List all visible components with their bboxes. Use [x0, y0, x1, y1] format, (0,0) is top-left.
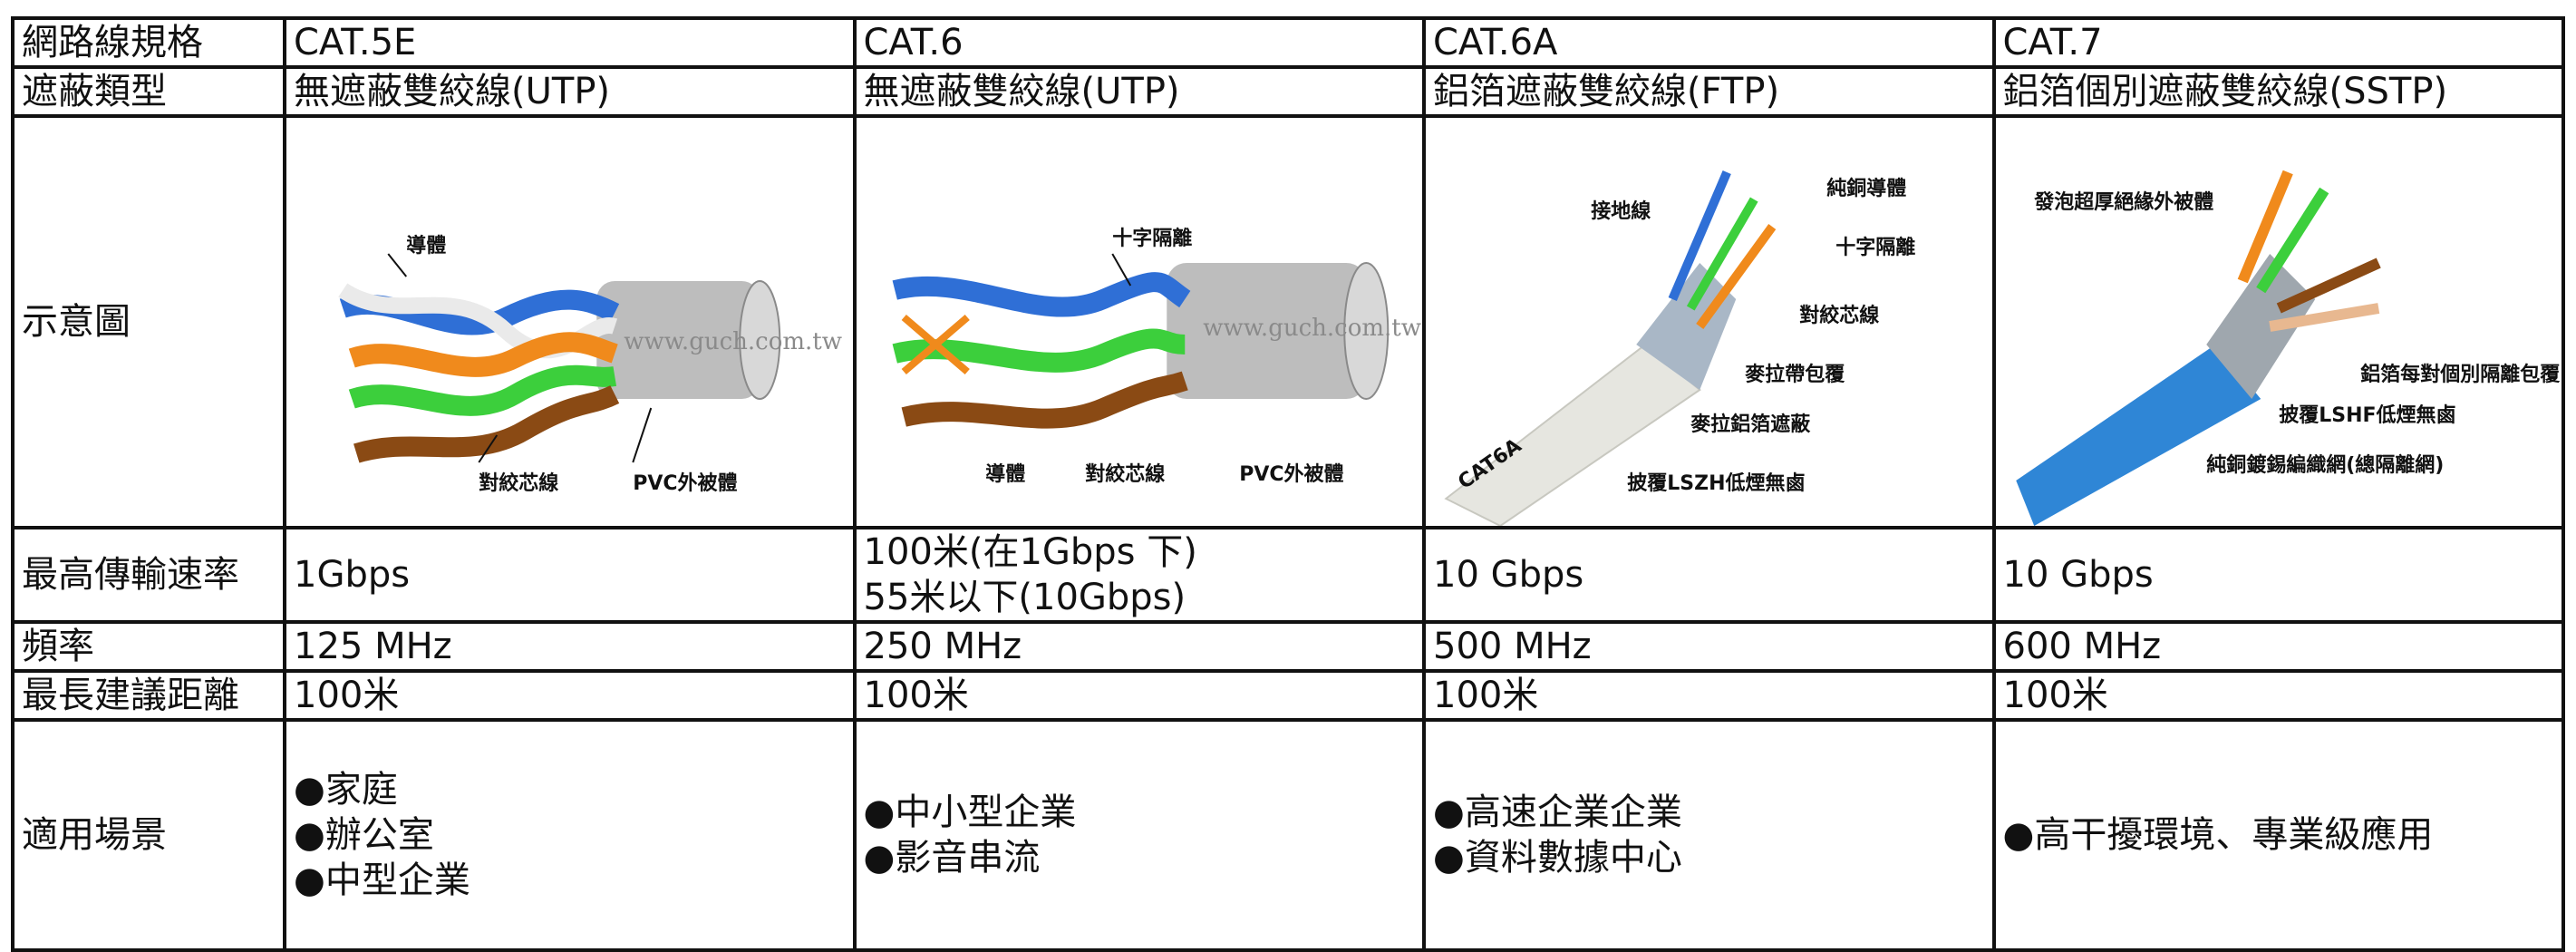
use-item: 影音串流	[864, 835, 1416, 880]
row-max-speed: 最高傳輸速率 1Gbps 100米(在1Gbps 下) 55米以下(10Gbps…	[11, 526, 2565, 624]
row-label-diagram: 示意圖	[11, 114, 286, 529]
cat5e-pair-green	[348, 364, 617, 416]
cat6-callout-twisted: 對絞芯線	[1085, 462, 1165, 486]
cell-freq-cat7: 600 MHz	[1991, 620, 2565, 673]
cat6-callout-jacket: PVC外被體	[1239, 462, 1343, 486]
cell-use-cat5e: 家庭 辦公室 中型企業	[283, 718, 857, 952]
row-max-distance: 最長建議距離 100米 100米 100米 100米	[11, 669, 2565, 722]
use-item: 家庭	[294, 767, 846, 812]
row-shield-type: 遮蔽類型 無遮蔽雙絞線(UTP) 無遮蔽雙絞線(UTP) 鋁箔遮蔽雙絞線(FTP…	[11, 65, 2565, 118]
speed-line: 1Gbps	[294, 554, 411, 596]
cell-freq-cat6a: 500 MHz	[1422, 620, 1996, 673]
cat6a-callout-lszh: 披覆LSZH低煙無鹵	[1627, 471, 1805, 495]
cat6-cable-illustration: 十字隔離 www.guch.com.tw 導體 對絞芯線 PVC外被體	[892, 227, 1421, 486]
cat6a-cable-illustration: CAT6A 接地線 純銅導體 十字隔離 對絞芯線 麥拉帶包覆 麥拉鋁箔遮蔽 披覆…	[1444, 170, 1915, 526]
row-frequency: 頻率 125 MHz 250 MHz 500 MHz 600 MHz	[11, 620, 2565, 673]
cat5e-cable-illustration: 導體 www.guch.com.tw 對絞芯線 PVC外被體	[338, 234, 842, 495]
use-item: 中小型企業	[864, 790, 1416, 835]
cat6-pair-brown	[901, 371, 1188, 429]
cat6a-callout-copper: 純銅導體	[1826, 177, 1906, 200]
cell-use-cat6: 中小型企業 影音串流	[852, 718, 1426, 952]
cell-dist-cat6: 100米	[852, 669, 1426, 722]
use-item: 中型企業	[294, 858, 846, 903]
cat7-callout-lshf: 披覆LSHF低煙無鹵	[2279, 403, 2455, 427]
cat7-callout-foam: 發泡超厚絕緣外被體	[2033, 190, 2213, 214]
cell-use-cat6a: 高速企業企業 資料數據中心	[1422, 718, 1996, 952]
diagram-cat6a: CAT6A 接地線 純銅導體 十字隔離 對絞芯線 麥拉帶包覆 麥拉鋁箔遮蔽 披覆…	[1422, 114, 1996, 529]
cat5e-callout-jacket: PVC外被體	[633, 471, 737, 495]
cat6a-callout-cross: 十字隔離	[1835, 236, 1915, 259]
row-label-use: 適用場景	[11, 718, 286, 952]
cat7-jacket	[2015, 345, 2261, 526]
cat6a-callout-twisted: 對絞芯線	[1799, 304, 1879, 327]
row-label-shield: 遮蔽類型	[11, 65, 286, 118]
cat7-callout-braid: 純銅鍍錫編織網(總隔離網)	[2206, 453, 2444, 477]
diagram-cat7: 發泡超厚絕緣外被體 鋁箔每對個別隔離包覆 披覆LSHF低煙無鹵 純銅鍍錫編織網(…	[1991, 114, 2565, 529]
cat7-cable-illustration: 發泡超厚絕緣外被體 鋁箔每對個別隔離包覆 披覆LSHF低煙無鹵 純銅鍍錫編織網(…	[2015, 170, 2561, 526]
use-item: 資料數據中心	[1433, 835, 1985, 880]
cat5e-callout-conductor: 導體	[406, 234, 446, 257]
cell-spec-cat6: CAT.6	[852, 16, 1426, 69]
cell-speed-cat6: 100米(在1Gbps 下) 55米以下(10Gbps)	[852, 526, 1426, 624]
cell-dist-cat7: 100米	[1991, 669, 2565, 722]
cat5e-watermark: www.guch.com.tw	[624, 328, 842, 355]
cell-speed-cat7: 10 Gbps	[1991, 526, 2565, 624]
cell-speed-cat6a: 10 Gbps	[1422, 526, 1996, 624]
cat6a-callout-foil: 麥拉鋁箔遮蔽	[1690, 413, 1811, 436]
cat6-jacket	[1166, 263, 1366, 399]
cell-speed-cat5e: 1Gbps	[283, 526, 857, 624]
cell-shield-cat5e: 無遮蔽雙絞線(UTP)	[283, 65, 857, 118]
cell-spec-cat6a: CAT.6A	[1422, 16, 1996, 69]
speed-line: 10 Gbps	[2002, 554, 2154, 596]
row-label-speed: 最高傳輸速率	[11, 526, 286, 624]
diagram-cat5e: 導體 www.guch.com.tw 對絞芯線 PVC外被體	[283, 114, 857, 529]
row-label-spec: 網路線規格	[11, 16, 286, 69]
cat5e-callout-twisted: 對絞芯線	[479, 471, 558, 495]
cell-dist-cat6a: 100米	[1422, 669, 1996, 722]
use-item: 辦公室	[294, 812, 846, 858]
row-label-frequency: 頻率	[11, 620, 286, 673]
cat5e-jacket	[596, 281, 760, 399]
cat6-cross-separator	[901, 314, 970, 375]
cable-spec-table: 網路線規格 CAT.5E CAT.6 CAT.6A CAT.7 遮蔽類型 無遮蔽…	[11, 16, 2565, 952]
cat6-pair-blue	[892, 272, 1191, 317]
cell-spec-cat5e: CAT.5E	[283, 16, 857, 69]
cat5e-pair-brown	[353, 385, 620, 463]
speed-line: 55米以下(10Gbps)	[863, 577, 1186, 618]
cell-shield-cat6: 無遮蔽雙絞線(UTP)	[852, 65, 1426, 118]
cat6-pair-green	[892, 328, 1186, 373]
cell-freq-cat6: 250 MHz	[852, 620, 1426, 673]
cat6-watermark: www.guch.com.tw	[1203, 315, 1421, 342]
cat5e-pair-orange	[348, 332, 618, 377]
cat6-callout-cross: 十字隔離	[1112, 227, 1192, 250]
cat7-braid	[2205, 254, 2315, 399]
cat6a-callout-mylar: 麥拉帶包覆	[1744, 363, 1845, 386]
cat6a-jacket	[1444, 343, 1701, 526]
row-use-cases: 適用場景 家庭 辦公室 中型企業 中小型企業 影音串流 高速企業企業 資料數據中…	[11, 718, 2565, 952]
cell-use-cat7: 高干擾環境、專業級應用	[1991, 718, 2565, 952]
diagram-cat6: 十字隔離 www.guch.com.tw 導體 對絞芯線 PVC外被體	[852, 114, 1426, 529]
cell-shield-cat7: 鋁箔個別遮蔽雙絞線(SSTP)	[1991, 65, 2565, 118]
row-diagram: 示意圖 導體 www.guch.com.tw 對絞芯線 PVC外被體	[11, 114, 2565, 529]
cell-dist-cat5e: 100米	[283, 669, 857, 722]
cell-shield-cat6a: 鋁箔遮蔽雙絞線(FTP)	[1422, 65, 1996, 118]
row-spec: 網路線規格 CAT.5E CAT.6 CAT.6A CAT.7	[11, 16, 2565, 69]
cell-spec-cat7: CAT.7	[1991, 16, 2565, 69]
cat6a-callout-ground: 接地線	[1591, 199, 1651, 223]
cat6-callout-conductor: 導體	[985, 462, 1025, 486]
use-item: 高速企業企業	[1433, 790, 1985, 835]
use-item: 高干擾環境、專業級應用	[2003, 812, 2555, 858]
speed-line: 100米(在1Gbps 下)	[863, 531, 1197, 573]
cat5e-jacket-end	[739, 280, 781, 400]
speed-line: 10 Gbps	[1433, 554, 1584, 596]
cat6a-foil	[1636, 263, 1737, 390]
row-label-distance: 最長建議距離	[11, 669, 286, 722]
cell-freq-cat5e: 125 MHz	[283, 620, 857, 673]
cat7-callout-pairfoil: 鋁箔每對個別隔離包覆	[2360, 363, 2561, 386]
